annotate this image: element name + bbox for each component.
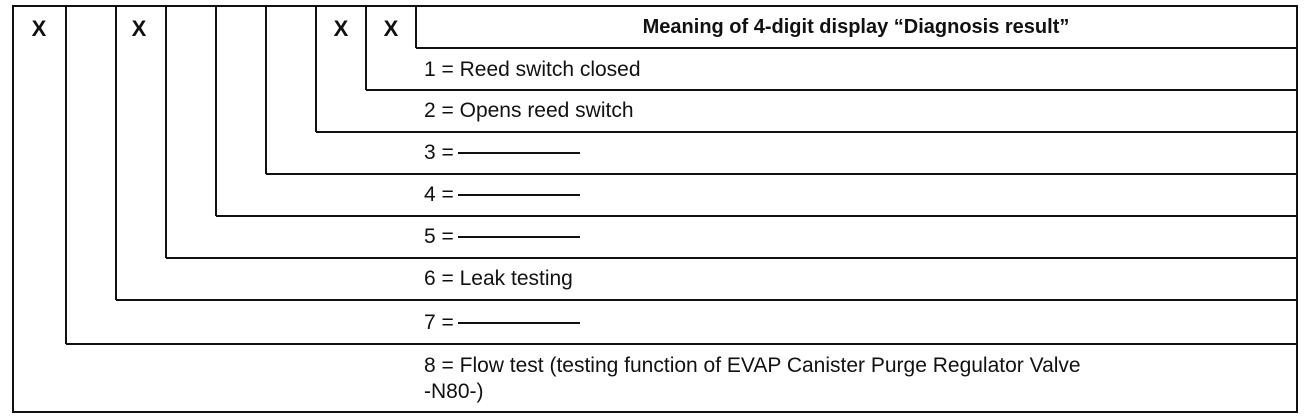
blank-dash — [457, 236, 580, 239]
row-3-label: 3 = — [424, 141, 454, 164]
row-7-label: 7 = — [424, 311, 454, 334]
x-mark-col-3: X — [131, 16, 147, 41]
row-7: 7 = — [424, 311, 580, 335]
x-mark-col-1: X — [31, 16, 47, 41]
row-2: 2 = Opens reed switch — [424, 99, 634, 122]
blank-dash — [457, 152, 580, 155]
row-8-line-2: -N80-) — [424, 380, 484, 403]
table-heading: Meaning of 4-digit display “Diagnosis re… — [642, 16, 1070, 38]
row-8-line-1: 8 = Flow test (testing function of EVAP … — [424, 354, 1081, 377]
row-3: 3 = — [424, 141, 580, 165]
blank-dash — [457, 194, 580, 197]
row-1: 1 = Reed switch closed — [424, 58, 641, 81]
row-5: 5 = — [424, 225, 580, 249]
row-5-label: 5 = — [424, 225, 454, 248]
row-4: 4 = — [424, 183, 580, 207]
x-mark-col-8: X — [383, 16, 399, 41]
blank-dash — [457, 322, 580, 325]
x-mark-col-7: X — [333, 16, 349, 41]
row-6: 6 = Leak testing — [424, 267, 573, 290]
table-frame — [12, 5, 1298, 413]
row-4-label: 4 = — [424, 183, 454, 206]
